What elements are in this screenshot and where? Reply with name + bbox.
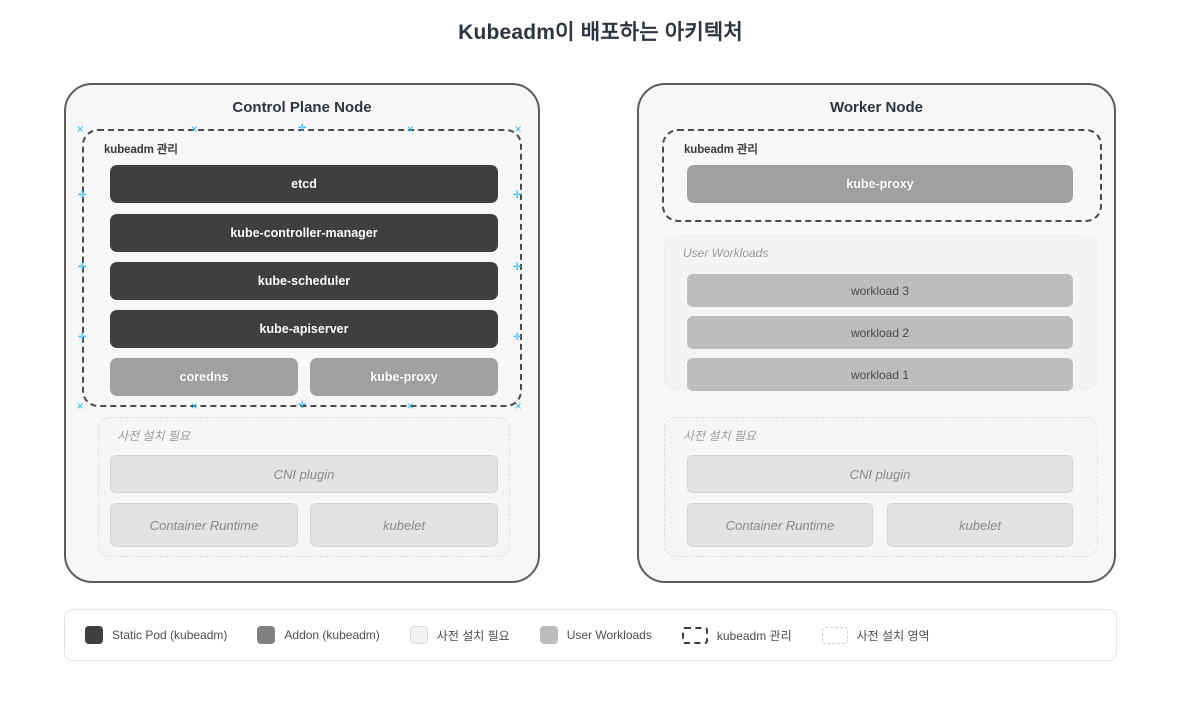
page-title: Kubeadm이 배포하는 아키텍처 (458, 21, 743, 44)
kubeadm-managed-region-control-plane[interactable]: kubeadm 관리 (82, 129, 522, 407)
legend-swatch-addon-icon (257, 626, 276, 644)
legend-item-static-pod[interactable]: Static Pod (kubeadm) (85, 626, 227, 644)
component-container-runtime-control-plane[interactable]: Container Runtime (110, 503, 298, 547)
control-plane-node-card[interactable]: Control Plane Node kubeadm 관리 etcd kube-… (64, 83, 540, 583)
component-container-runtime-worker[interactable]: Container Runtime (687, 503, 873, 547)
selection-handle-bottom-left[interactable]: × (76, 401, 85, 412)
legend-item-addon[interactable]: Addon (kubeadm) (257, 626, 380, 644)
component-etcd[interactable]: etcd (110, 165, 498, 203)
control-plane-node-title: Control Plane Node (232, 99, 372, 116)
selection-handle-bottom-right[interactable]: × (514, 401, 523, 412)
selection-handle-top-left-mid[interactable]: × (190, 124, 199, 135)
legend: Static Pod (kubeadm) Addon (kubeadm) 사전 … (64, 609, 1117, 661)
kubeadm-managed-region-worker[interactable]: kubeadm 관리 (662, 129, 1102, 222)
component-kubelet-worker[interactable]: kubelet (887, 503, 1073, 547)
selection-handle-top-center[interactable]: ✛ (298, 123, 307, 134)
legend-label-user-workloads: User Workloads (566, 628, 652, 642)
legend-label-preinstall-area: 사전 설치 영역 (856, 628, 930, 643)
component-workload-3[interactable]: workload 3 (687, 274, 1073, 307)
preinstall-label-control-plane: 사전 설치 필요 (117, 429, 190, 443)
component-kube-proxy-worker[interactable]: kube-proxy (687, 165, 1073, 203)
selection-handle-top-left[interactable]: × (76, 124, 85, 135)
legend-label-addon: Addon (kubeadm) (284, 628, 380, 642)
legend-swatch-dashed-region-icon (681, 626, 708, 644)
selection-handle-bottom-center[interactable]: ✛ (298, 400, 307, 411)
legend-item-preinstall-area[interactable]: 사전 설치 영역 (821, 626, 930, 644)
legend-swatch-static-pod-icon (85, 626, 103, 644)
component-kube-proxy-control-plane[interactable]: kube-proxy (310, 358, 498, 396)
selection-handle-bottom-left-mid[interactable]: × (190, 401, 199, 412)
selection-handle-left-2[interactable]: ✛ (78, 262, 87, 273)
component-workload-2[interactable]: workload 2 (687, 316, 1073, 349)
component-kube-scheduler[interactable]: kube-scheduler (110, 262, 498, 300)
selection-handle-left-1[interactable]: ✛ (78, 190, 87, 201)
kubeadm-region-label-worker: kubeadm 관리 (684, 144, 758, 156)
legend-swatch-preinstall-icon (409, 626, 428, 644)
legend-swatch-user-workloads-icon (539, 626, 558, 644)
component-kube-controller-manager[interactable]: kube-controller-manager (110, 214, 498, 252)
component-cni-plugin-worker[interactable]: CNI plugin (687, 455, 1073, 493)
legend-item-preinstall[interactable]: 사전 설치 필요 (409, 626, 510, 644)
component-workload-1[interactable]: workload 1 (687, 358, 1073, 391)
legend-label-kubeadm-managed: kubeadm 관리 (716, 628, 792, 643)
user-workloads-label: User Workloads (683, 246, 769, 260)
worker-node-card[interactable]: Worker Node kubeadm 관리 kube-proxy User W… (637, 83, 1116, 583)
component-cni-plugin-control-plane[interactable]: CNI plugin (110, 455, 498, 493)
legend-item-kubeadm-managed[interactable]: kubeadm 관리 (681, 626, 792, 644)
legend-label-preinstall: 사전 설치 필요 (436, 628, 510, 643)
selection-handle-right-2[interactable]: ✛ (513, 262, 522, 273)
selection-handle-right-1[interactable]: ✛ (513, 190, 522, 201)
worker-node-title: Worker Node (829, 99, 924, 116)
component-coredns[interactable]: coredns (110, 358, 298, 396)
selection-handle-top-right-mid[interactable]: × (406, 124, 415, 135)
component-kube-apiserver[interactable]: kube-apiserver (110, 310, 498, 348)
legend-item-user-workloads[interactable]: User Workloads (539, 626, 652, 644)
selection-handle-left-3[interactable]: ✛ (78, 332, 87, 343)
selection-handle-top-right[interactable]: × (514, 124, 523, 135)
legend-label-static-pod: Static Pod (kubeadm) (112, 628, 228, 642)
component-kubelet-control-plane[interactable]: kubelet (310, 503, 498, 547)
legend-swatch-dotted-region-icon (821, 626, 848, 644)
selection-handle-bottom-right-mid[interactable]: × (406, 401, 415, 412)
kubeadm-region-label-control-plane: kubeadm 관리 (104, 144, 178, 156)
selection-handle-right-3[interactable]: ✛ (513, 332, 522, 343)
preinstall-label-worker: 사전 설치 필요 (683, 429, 756, 443)
